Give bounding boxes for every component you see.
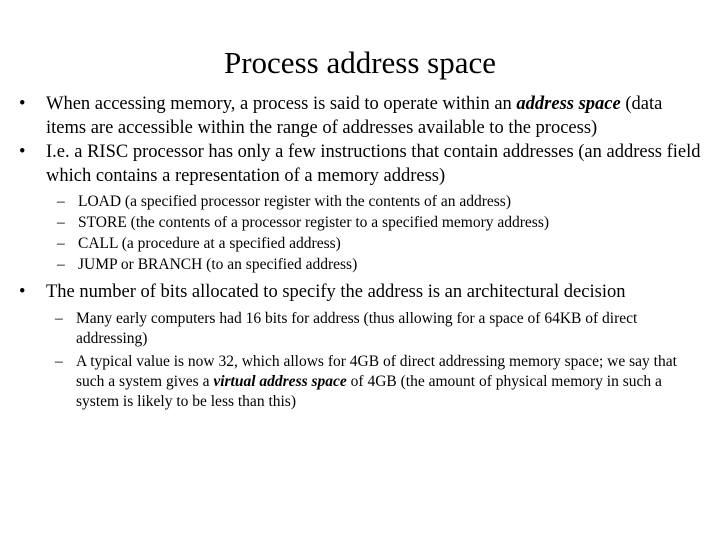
dash-bullet-icon: – bbox=[57, 193, 65, 210]
bullet-text-run: The number of bits allocated to specify … bbox=[46, 282, 626, 302]
dash-bullet-icon: – bbox=[55, 310, 63, 327]
sub-bullet-item-call: – CALL (a procedure at a specified addre… bbox=[0, 233, 720, 254]
slide-body: • When accessing memory, a process is sa… bbox=[0, 92, 720, 412]
bullet-text-run: (data items are accessible within the ra… bbox=[46, 94, 663, 138]
bullet-point-icon: • bbox=[19, 94, 26, 114]
dash-bullet-icon: – bbox=[57, 235, 65, 252]
sub-bullet-item-jump: – JUMP or BRANCH (to an specified addres… bbox=[0, 254, 720, 275]
sub-bullet-text: CALL (a procedure at a specified address… bbox=[78, 235, 341, 252]
slide-title: Process address space bbox=[223, 44, 497, 80]
dash-bullet-icon: – bbox=[57, 256, 65, 273]
sub-bullet-item-typical-value: – A typical value is now 32, which allow… bbox=[0, 352, 720, 412]
sub-bullet-item-store: – STORE (the contents of a processor reg… bbox=[0, 212, 720, 233]
sub-bullet-item-early-computers: – Many early computers had 16 bits for a… bbox=[0, 309, 720, 349]
emphasis-virtual-address-space: virtual address space bbox=[213, 373, 347, 390]
bullet-item-level1: • When accessing memory, a process is sa… bbox=[0, 92, 720, 140]
bullet-point-icon: • bbox=[19, 142, 26, 162]
sub-bullet-text: of 4GB (the amount of physical memory in… bbox=[76, 373, 662, 410]
sub-bullet-text: STORE (the contents of a processor regis… bbox=[78, 214, 550, 231]
bullet-item-level1: • I.e. a RISC processor has only a few i… bbox=[0, 140, 720, 188]
sub-bullet-text: LOAD (a specified processor register wit… bbox=[78, 193, 511, 210]
bullet-item-level1: • The number of bits allocated to specif… bbox=[0, 280, 720, 304]
sub-bullet-text: JUMP or BRANCH (to an specified address) bbox=[78, 256, 358, 273]
sub-bullet-text: A typical value is now 32, which allows … bbox=[76, 353, 677, 390]
sub-bullet-text: Many early computers had 16 bits for add… bbox=[76, 310, 638, 347]
dash-bullet-icon: – bbox=[57, 214, 65, 231]
bullet-point-icon: • bbox=[19, 282, 26, 302]
sub-bullet-item-load: – LOAD (a specified processor register w… bbox=[0, 191, 720, 212]
dash-bullet-icon: – bbox=[55, 353, 63, 370]
bullet-text-run: When accessing memory, a process is said… bbox=[46, 94, 517, 114]
emphasis-address-space: address space bbox=[516, 94, 621, 114]
bullet-text-run: I.e. a RISC processor has only a few ins… bbox=[46, 142, 701, 186]
